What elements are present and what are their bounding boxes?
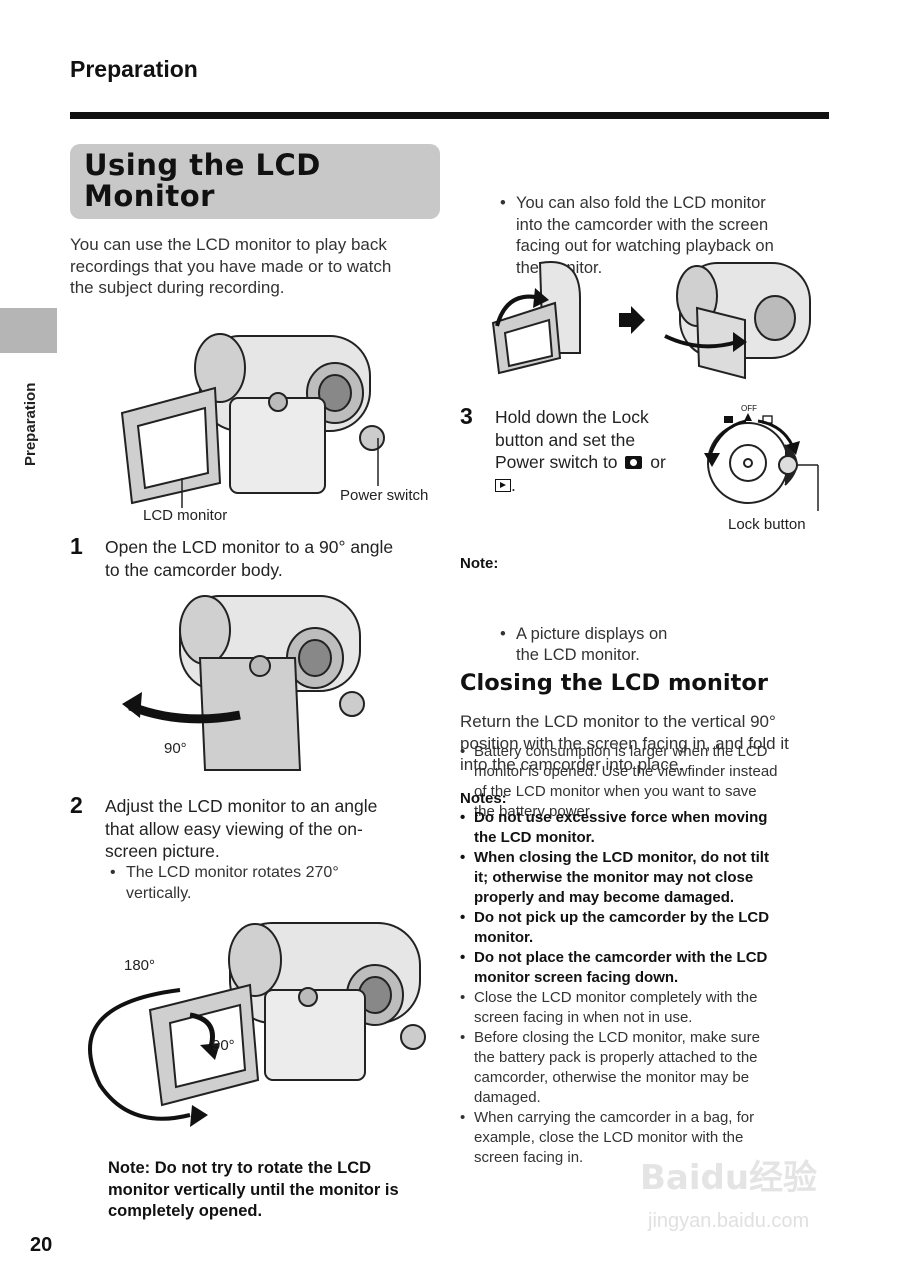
note-line: Do not use excessive force when moving (474, 809, 768, 826)
step-3-bullet: A picture displays on the LCD monitor. (500, 624, 726, 666)
step-text-line: . (495, 474, 705, 497)
watermark-logo: Baidu经验 (640, 1158, 818, 1198)
step-text-line: Adjust the LCD monitor to an angle (105, 796, 378, 816)
power-switch-label: Power switch (340, 487, 429, 504)
bullet-line: the LCD monitor. (516, 646, 640, 664)
angle-90-label-rotate: 90° (212, 1037, 235, 1054)
bullet-line: vertically. (126, 885, 192, 902)
step-2-number: 2 (70, 792, 83, 818)
title-box (70, 144, 440, 219)
notes-item: When carrying the camcorder in a bag, fo… (460, 1108, 840, 1168)
note-line: monitor vertically until the monitor is (108, 1180, 399, 1199)
fold-bullet: You can also fold the LCD monitor into t… (500, 193, 836, 279)
playback-mode-icon (495, 478, 511, 492)
note-line: Do not place the camcorder with the LCD (474, 949, 768, 966)
angle-90-label: 90° (164, 740, 187, 757)
note-line: monitor. (474, 929, 534, 946)
off-label: OFF (741, 404, 757, 413)
notes-item: Do not use excessive force when moving t… (460, 808, 840, 848)
section-header: Preparation (70, 56, 198, 82)
note-line: monitor screen facing down. (474, 969, 679, 986)
intro-text: You can use the LCD monitor to play back… (70, 234, 450, 299)
power-switch-illustration (704, 413, 819, 511)
notes-title: Notes: (460, 790, 507, 807)
watermark-url: jingyan.baidu.com (648, 1210, 810, 1232)
step-text-line: Hold down the Lock (495, 407, 649, 427)
step-text-part: . (511, 474, 516, 495)
notes-item: Do not pick up the camcorder by the LCD … (460, 908, 840, 948)
note-line: Battery consumption is larger when the L… (474, 743, 768, 760)
page-number: 20 (30, 1234, 53, 1256)
notes-item: When closing the LCD monitor, do not til… (460, 848, 840, 908)
step-text-part: or (650, 452, 666, 472)
bullet-line: facing out for watching playback on (516, 237, 774, 255)
closing-line: into the camcorder into place. (460, 755, 684, 774)
step-text-line: to the camcorder body. (105, 559, 283, 580)
note-title: Note: (460, 555, 499, 572)
closing-line: position with the screen facing in, and … (460, 733, 789, 753)
step-2-text: Adjust the LCD monitor to an angle that … (105, 795, 450, 863)
note-line: properly and may become damaged. (474, 889, 735, 906)
side-tab-label: Preparation (22, 382, 39, 466)
notes-item: Before closing the LCD monitor, make sur… (460, 1028, 840, 1108)
title-line-1: Using the LCD (84, 148, 321, 182)
step-text-line: that allow easy viewing of the on- (105, 818, 363, 839)
note-line: the battery pack is properly attached to… (474, 1049, 758, 1066)
notes-item: Do not place the camcorder with the LCD … (460, 948, 840, 988)
step-text-line: screen picture. (105, 841, 220, 861)
note-line: the LCD monitor. (474, 829, 595, 846)
note-line: completely opened. (108, 1202, 263, 1220)
camcorder-90-illustration (122, 595, 365, 771)
note-line: of the LCD monitor when you want to save (474, 783, 757, 800)
header-rule (70, 112, 829, 119)
note-line: it; otherwise the monitor may not close (474, 869, 754, 886)
note-line: Do not pick up the camcorder by the LCD (474, 909, 770, 926)
bullet-line: into the camcorder with the screen (516, 215, 769, 234)
angle-180-label: 180° (124, 957, 156, 974)
bullet-line: A picture displays on (516, 625, 668, 643)
intro-line: the subject during recording. (70, 278, 285, 297)
step-2-bullet: The LCD monitor rotates 270° vertically. (110, 862, 446, 904)
notes-list: Do not use excessive force when moving t… (460, 808, 840, 1168)
side-tab (0, 308, 57, 353)
step-text-line: Power switch to or (495, 451, 705, 474)
note-line: When closing the LCD monitor, do not til… (474, 849, 769, 866)
step-3-number: 3 (460, 403, 473, 429)
note-line: When carrying the camcorder in a bag, fo… (474, 1109, 755, 1126)
step-text-line: Open the LCD monitor to a 90° angle (105, 537, 394, 557)
rotation-note: Note: Do not try to rotate the LCD monit… (108, 1158, 448, 1223)
note-line: screen facing in when not in use. (474, 1009, 693, 1026)
step-text-line: button and set the (495, 429, 636, 450)
camcorder-open-illustration (120, 333, 385, 508)
note-line: Close the LCD monitor completely with th… (474, 989, 758, 1006)
bullet-line: You can also fold the LCD monitor (516, 194, 766, 212)
note-line: example, close the LCD monitor with the (474, 1129, 744, 1146)
note-line: damaged. (474, 1089, 541, 1106)
step-3-text: Hold down the Lock button and set the Po… (495, 406, 705, 496)
step-1-text: Open the LCD monitor to a 90° angle to t… (105, 536, 450, 581)
closing-line: Return the LCD monitor to the vertical 9… (460, 712, 776, 731)
closing-heading: Closing the LCD monitor (460, 670, 768, 696)
step-text-part: Power switch to (495, 452, 618, 472)
note-line: Before closing the LCD monitor, make sur… (474, 1029, 760, 1046)
lock-button-label: Lock button (728, 516, 806, 533)
note-line: camcorder, otherwise the monitor may be (474, 1069, 750, 1086)
note-line: Note: Do not try to rotate the LCD (108, 1159, 372, 1177)
camcorder-rotate-illustration (88, 922, 426, 1127)
page-title: Using the LCD Monitor (84, 150, 414, 212)
lcd-monitor-label: LCD monitor (143, 507, 228, 524)
bullet-line: The LCD monitor rotates 270° (126, 864, 339, 881)
note-line: screen facing in. (474, 1149, 584, 1166)
closing-text: Return the LCD monitor to the vertical 9… (460, 711, 840, 776)
notes-item: Close the LCD monitor completely with th… (460, 988, 840, 1028)
intro-line: You can use the LCD monitor to play back (70, 235, 387, 254)
camera-mode-icon (625, 456, 643, 469)
title-line-2: Monitor (84, 179, 215, 213)
step-1-number: 1 (70, 533, 83, 559)
intro-line: recordings that you have made or to watc… (70, 256, 392, 276)
camcorder-fold-illustration (491, 261, 811, 380)
note-line: monitor is opened. Use the viewfinder in… (474, 763, 778, 780)
